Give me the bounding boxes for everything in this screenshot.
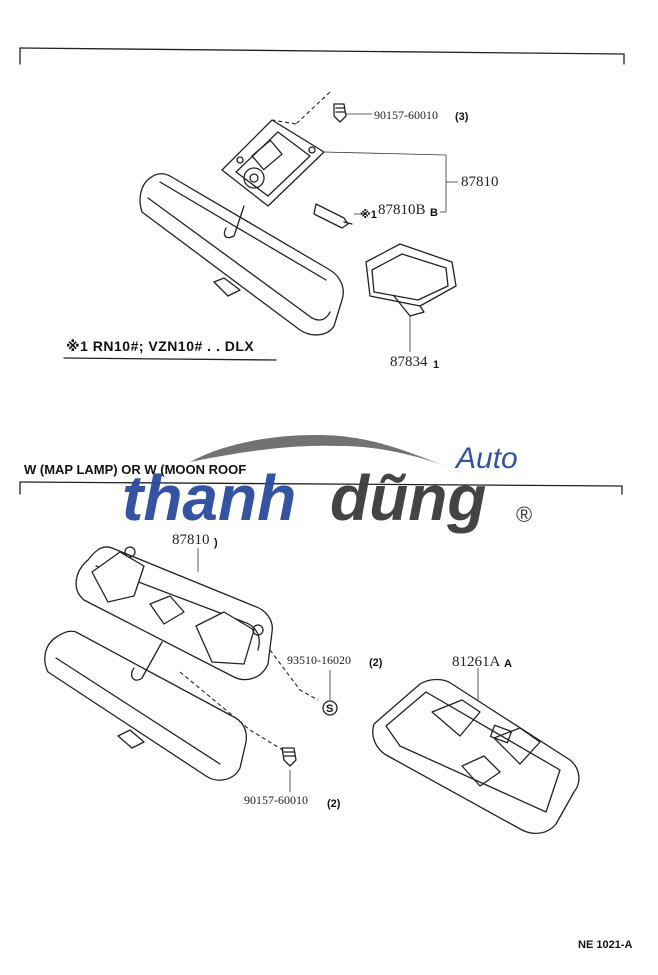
- qty-screw-top: (3): [455, 111, 469, 123]
- lamp-assy-suffix: ): [214, 537, 218, 549]
- lamp-housing: [372, 678, 580, 835]
- housing-suffix: A: [504, 658, 512, 670]
- s-screw-icon: [322, 700, 338, 716]
- bulb-icon: [313, 203, 353, 229]
- model-note: ※1 RN10#; VZN10# . . DLX: [66, 338, 254, 354]
- qty-screw-bottom: (2): [327, 798, 341, 810]
- section-header: W (MAP LAMP) OR W (MOON ROOF: [24, 462, 246, 477]
- rearview-mirror-bottom: [44, 630, 248, 781]
- watermark-logo: Auto thanh dũng ®: [122, 435, 532, 534]
- part-number-bulb: 87810B: [378, 202, 426, 218]
- screw-icon: [333, 103, 347, 123]
- part-number-screw-bottom: 90157-60010: [244, 793, 308, 807]
- rearview-mirror-top: [139, 173, 344, 336]
- watermark-auto: Auto: [454, 442, 518, 475]
- s-mark: S: [326, 703, 333, 715]
- mount-bracket-top: [221, 91, 331, 207]
- map-lamp-assembly: [75, 546, 273, 681]
- top-section-frame: [19, 47, 625, 65]
- screw-icon: [281, 747, 297, 767]
- watermark-brand-b: dũng: [330, 462, 486, 534]
- lamp-cover-top: [365, 243, 457, 317]
- bulb-ref-mark: ※1: [360, 209, 377, 221]
- leader-lines-bottom: [179, 548, 479, 792]
- leader-lines-top: [323, 113, 458, 352]
- bulb-suffix: B: [430, 207, 438, 219]
- page-id: NE 1021-A: [578, 939, 632, 951]
- part-number-lamp-assy-top: 87810: [461, 174, 499, 190]
- watermark-brand-a: thanh: [122, 462, 296, 534]
- part-number-screw-s: 93510-16020: [287, 653, 351, 667]
- part-number-lamp-assy-bottom: 87810: [172, 532, 210, 548]
- qty-screw-s: (2): [369, 657, 383, 669]
- part-number-housing: 81261A: [452, 654, 501, 670]
- watermark-registered: ®: [516, 502, 532, 527]
- qty-cover: 1: [433, 359, 439, 371]
- part-number-screw-top: 90157-60010: [374, 108, 438, 122]
- bottom-section-frame: [19, 481, 623, 495]
- part-number-cover: 87834: [390, 354, 428, 370]
- car-swoosh-icon: [190, 435, 450, 468]
